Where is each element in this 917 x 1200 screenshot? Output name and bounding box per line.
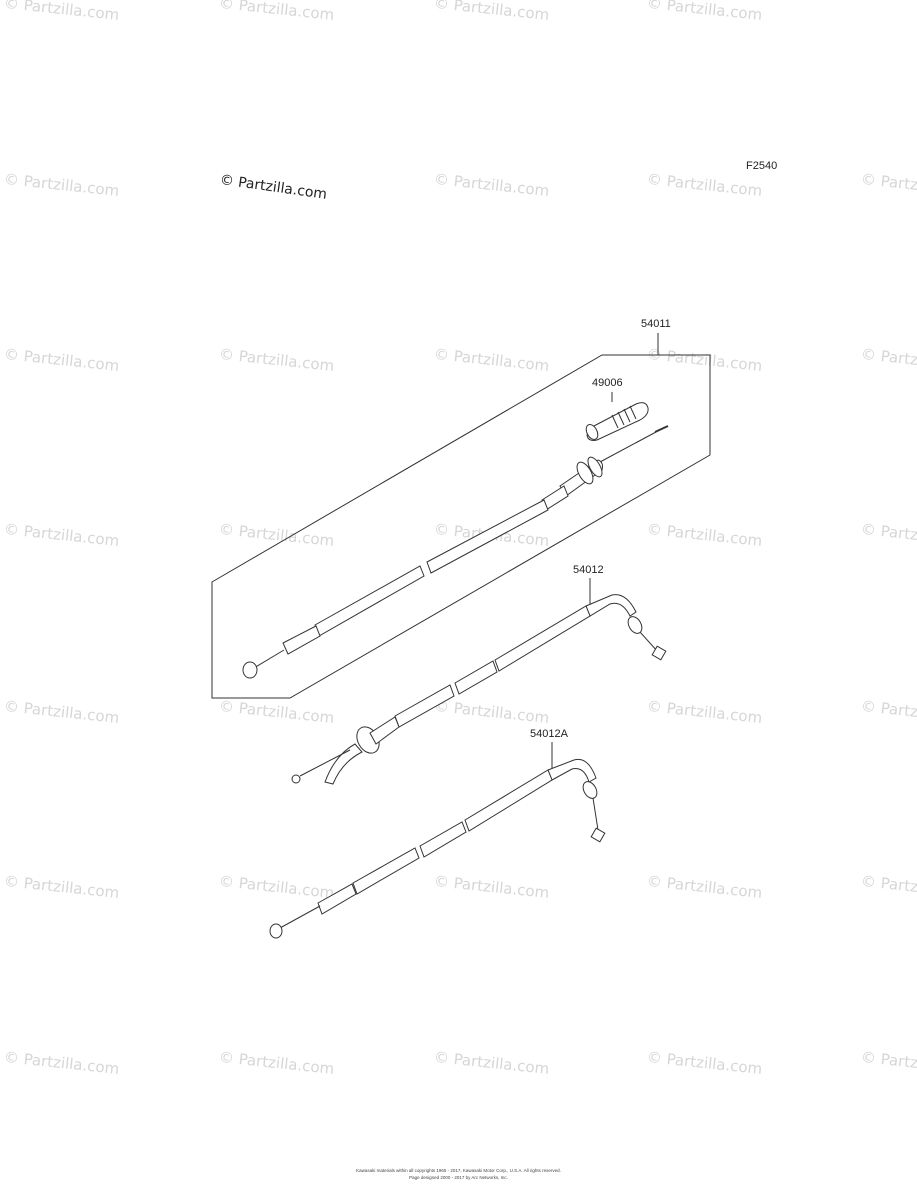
part-label-54012A[interactable]: 54012A (530, 728, 568, 740)
diagram-code: F2540 (746, 160, 778, 172)
cable-54011 (242, 425, 669, 679)
cable-54012 (291, 594, 667, 785)
boot-49006 (585, 402, 649, 441)
part-label-54011[interactable]: 54011 (641, 318, 671, 330)
kit-outline-54011 (211, 354, 711, 699)
part-label-49006[interactable]: 49006 (592, 377, 623, 389)
part-label-54012[interactable]: 54012 (573, 564, 604, 576)
copyright-line-2: Page designed 2000 - 2017 by Arc Network… (409, 1175, 508, 1180)
copyright-line-1: Kawasaki materials within all copyrights… (356, 1168, 561, 1173)
cable-54012A (269, 758, 606, 939)
